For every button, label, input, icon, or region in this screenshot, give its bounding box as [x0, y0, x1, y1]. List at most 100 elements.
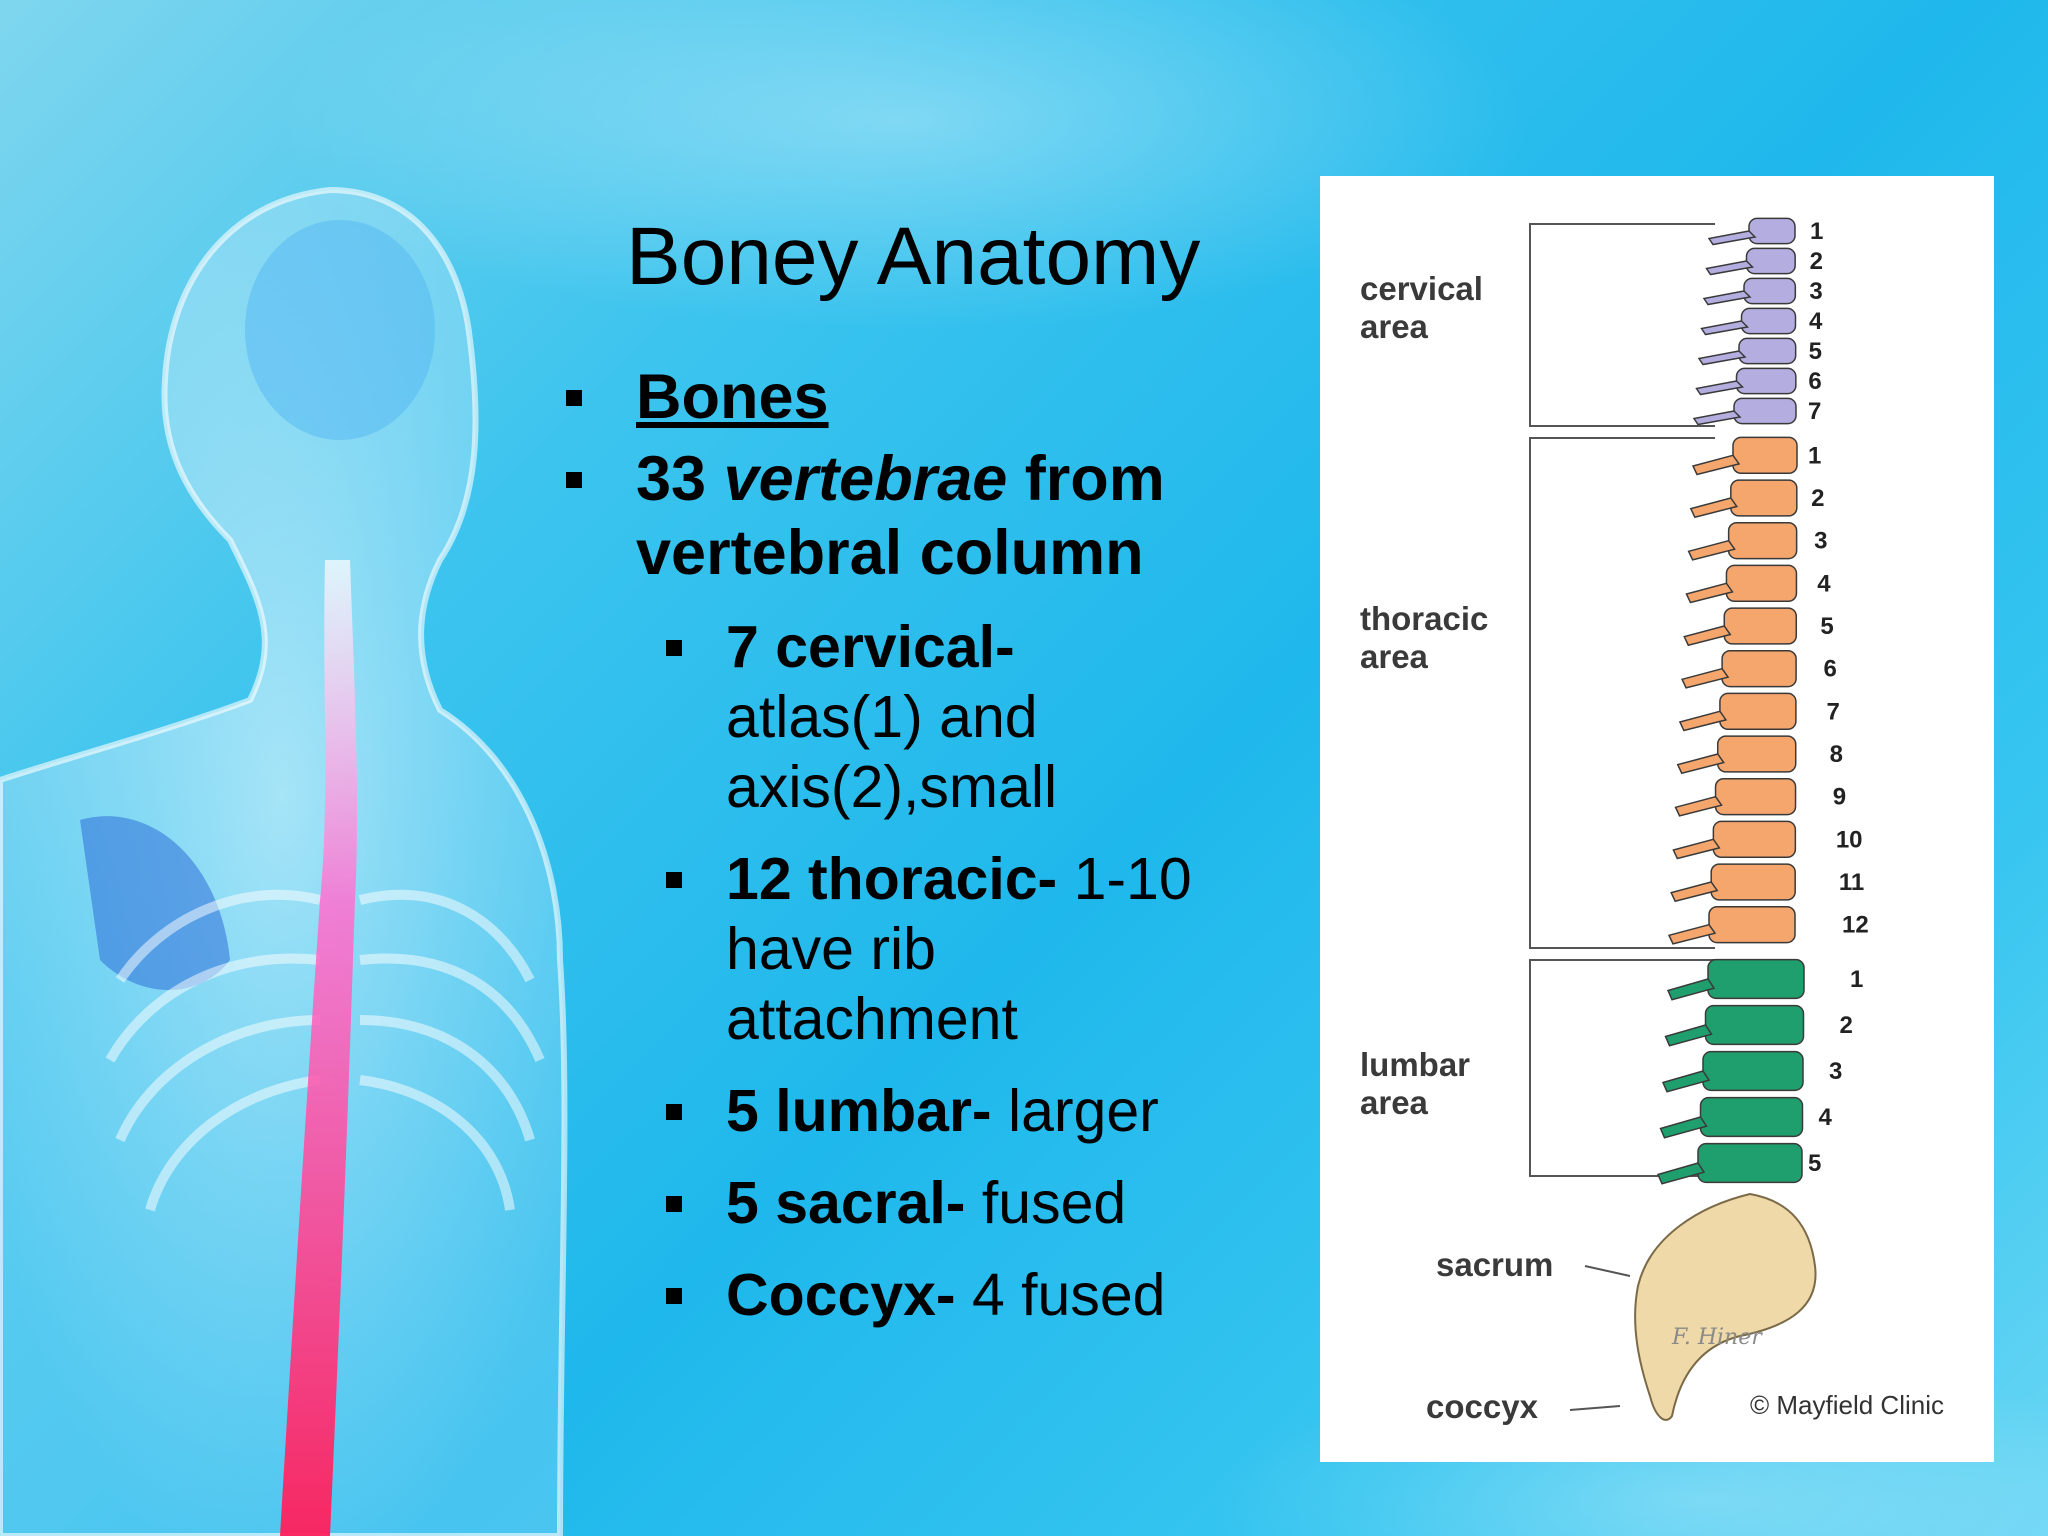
- cervical-vertebra: [1733, 397, 1797, 425]
- cervical-spinous-process: [1695, 380, 1745, 396]
- sacrum-label: sacrum: [1436, 1246, 1553, 1283]
- thoracic-vertebra-number: 9: [1833, 784, 1846, 811]
- thoracic-vertebra: [1708, 905, 1796, 944]
- coccyx-label: Coccyx-: [726, 1262, 956, 1328]
- thoracic-spinous-process: [1689, 497, 1739, 519]
- thoracic-vertebra-number: 12: [1842, 912, 1869, 939]
- cervical-spinous-process: [1700, 320, 1750, 336]
- thoracic-vertebra-number: 2: [1811, 485, 1824, 512]
- vertebrae-line2: vertebral column: [636, 518, 1144, 588]
- thoracic-vertebra-number: 10: [1836, 826, 1863, 853]
- sacrum-leader: [1584, 1265, 1631, 1277]
- cervical-spinous-process: [1707, 230, 1757, 246]
- lumbar-vertebra-number: 2: [1840, 1012, 1853, 1039]
- bullet-cervical: 7 cervical- atlas(1) and axis(2),small: [560, 612, 1320, 822]
- spine-diagram: cervical area thoracic area lumbar area …: [1360, 217, 1944, 1425]
- cervical-bracket: [1529, 223, 1715, 427]
- thoracic-vertebra: [1723, 607, 1798, 645]
- lumbar-label-2: area: [1360, 1084, 1429, 1121]
- thoracic-vertebra: [1710, 863, 1796, 901]
- bullet-bones: Bones: [560, 360, 1320, 434]
- coccyx-label: coccyx: [1426, 1388, 1539, 1425]
- thoracic-spinous-process: [1681, 667, 1730, 689]
- lumbar-spinous-process: [1666, 978, 1716, 1001]
- thoracic-vertebra: [1716, 735, 1797, 773]
- thoracic-vertebra-number: 8: [1830, 741, 1843, 768]
- sacral-text: fused: [965, 1170, 1127, 1236]
- thoracic-label: 12 thoracic-: [726, 846, 1058, 912]
- thoracic-spinous-process: [1674, 795, 1723, 817]
- thoracic-spinous-process: [1687, 539, 1736, 561]
- thoracic-vertebra-number: 6: [1823, 656, 1836, 683]
- lumbar-vertebra: [1707, 958, 1805, 1000]
- lumbar-spinous-process: [1659, 1116, 1708, 1139]
- lumbar-label: 5 lumbar-: [726, 1078, 992, 1144]
- lumbar-spinous-process: [1661, 1070, 1711, 1093]
- human-xray-figure-image: [0, 186, 568, 1536]
- thoracic-vertebra: [1727, 521, 1798, 560]
- vertebrae-italic: vertebrae: [723, 444, 1008, 514]
- cervical-spinous-process: [1702, 290, 1752, 306]
- cervical-vertebra: [1735, 367, 1797, 395]
- thoracic-spinous-process: [1691, 454, 1741, 476]
- thoracic-vertebra-number: 4: [1817, 570, 1831, 597]
- cervical-vertebra: [1743, 277, 1797, 305]
- thoracic-vertebra-number: 1: [1808, 442, 1821, 469]
- cervical-vertebra-number: 6: [1808, 368, 1821, 395]
- cervical-spinous-process: [1705, 260, 1755, 276]
- lumbar-vertebra: [1702, 1050, 1804, 1092]
- cervical-spinous-process: [1697, 350, 1747, 366]
- thoracic-spinous-process: [1672, 838, 1721, 860]
- cervical-vertebra-number: 2: [1810, 248, 1823, 275]
- cervical-vertebra: [1745, 247, 1796, 275]
- square-bullet-icon: [666, 640, 682, 656]
- lumbar-spinous-process: [1664, 1024, 1713, 1047]
- thoracic-spinous-process: [1678, 710, 1728, 732]
- bullet-sacral: 5 sacral- fused: [560, 1168, 1320, 1238]
- cervical-vertebra: [1748, 217, 1796, 245]
- square-bullet-icon: [566, 390, 582, 406]
- thoracic-vertebra-number: 5: [1820, 613, 1833, 640]
- spine-diagram-panel: cervical area thoracic area lumbar area …: [1320, 176, 1994, 1462]
- cervical-line3: axis(2),small: [726, 754, 1058, 820]
- lumbar-vertebra-number: 5: [1808, 1150, 1821, 1177]
- lumbar-spinous-process: [1656, 1162, 1706, 1185]
- illustrator-signature: F. Hiner: [1671, 1325, 1763, 1350]
- square-bullet-icon: [666, 1196, 682, 1212]
- bullet-list: Bones 33 vertebrae from vertebral column…: [560, 360, 1320, 1330]
- thoracic-line2: have rib: [726, 916, 936, 982]
- lumbar-vertebra-number: 4: [1819, 1104, 1833, 1131]
- thoracic-label-2: area: [1360, 638, 1429, 675]
- lumbar-label-1: lumbar: [1360, 1046, 1470, 1083]
- coccyx-leader: [1569, 1405, 1621, 1411]
- thoracic-vertebra: [1725, 564, 1798, 603]
- square-bullet-icon: [666, 1104, 682, 1120]
- thoracic-spinous-process: [1683, 625, 1732, 647]
- thoracic-vertebra: [1730, 479, 1798, 517]
- sacral-label: 5 sacral-: [726, 1170, 966, 1236]
- cervical-vertebra-number: 3: [1809, 278, 1822, 305]
- cervical-label: 7 cervical-: [726, 614, 1015, 680]
- thoracic-label-1: thoracic: [1360, 600, 1488, 637]
- square-bullet-icon: [666, 1288, 682, 1304]
- copyright-credit: © Mayfield Clinic: [1750, 1390, 1944, 1420]
- region-brackets: [1529, 223, 1715, 1411]
- lumbar-vertebra: [1697, 1142, 1803, 1184]
- square-bullet-icon: [566, 472, 582, 488]
- thoracic-line3: attachment: [726, 986, 1018, 1052]
- thoracic-spinous-process: [1685, 582, 1734, 604]
- slide-title: Boney Anatomy: [626, 211, 1201, 302]
- thoracic-bracket: [1529, 437, 1715, 949]
- vertebrae-suffix: from: [1007, 444, 1165, 514]
- thoracic-text: 1-10: [1057, 846, 1192, 912]
- cervical-label-1: cervical: [1360, 270, 1483, 307]
- cervical-spinous-process: [1692, 410, 1742, 426]
- thoracic-vertebra: [1721, 649, 1797, 688]
- cervical-vertebra-number: 1: [1810, 218, 1823, 245]
- lumbar-bracket: [1529, 959, 1715, 1177]
- lumbar-vertebra-number: 3: [1829, 1058, 1842, 1085]
- vertebral-column-drawing: [1656, 217, 1805, 1185]
- bullet-vertebrae: 33 vertebrae from vertebral column: [560, 442, 1320, 590]
- cervical-vertebra-number: 4: [1809, 308, 1823, 335]
